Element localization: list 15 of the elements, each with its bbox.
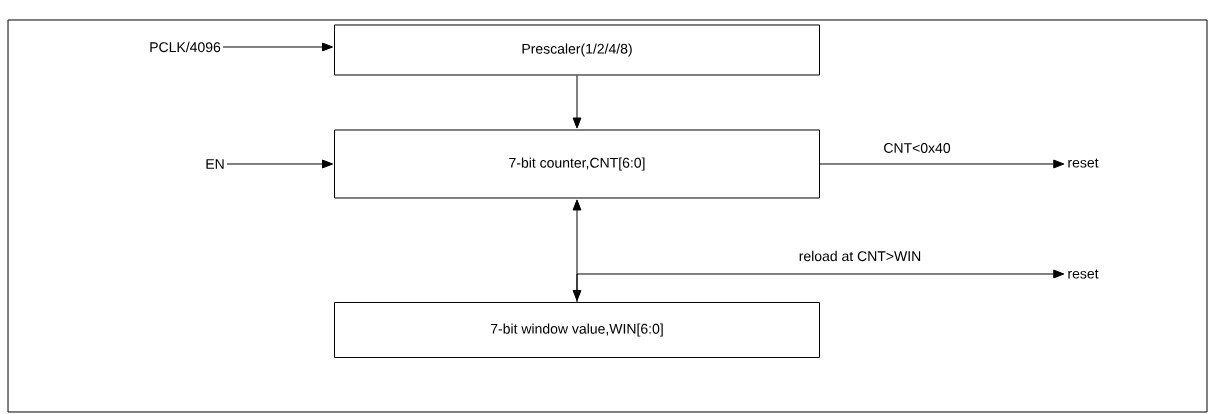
signal-label: PCLK/4096 bbox=[150, 41, 221, 53]
arrow bbox=[576, 269, 1065, 303]
arrow bbox=[819, 159, 1065, 169]
edge-label: CNT<0x40 bbox=[882, 142, 952, 154]
arrow bbox=[572, 75, 582, 129]
arrow bbox=[572, 199, 582, 302]
block-box: 7-bit window value,WIN[6:0] bbox=[334, 302, 820, 358]
arrow bbox=[222, 42, 334, 52]
signal-label: reset bbox=[1068, 158, 1099, 168]
signal-label: reset bbox=[1068, 269, 1099, 279]
block-box: Prescaler(1/2/4/8) bbox=[334, 24, 820, 76]
signal-label: EN bbox=[206, 159, 224, 169]
arrow bbox=[226, 159, 334, 169]
edge-label: reload at CNT>WIN bbox=[797, 249, 923, 263]
block-box: 7-bit counter,CNT[6:0] bbox=[334, 129, 820, 199]
